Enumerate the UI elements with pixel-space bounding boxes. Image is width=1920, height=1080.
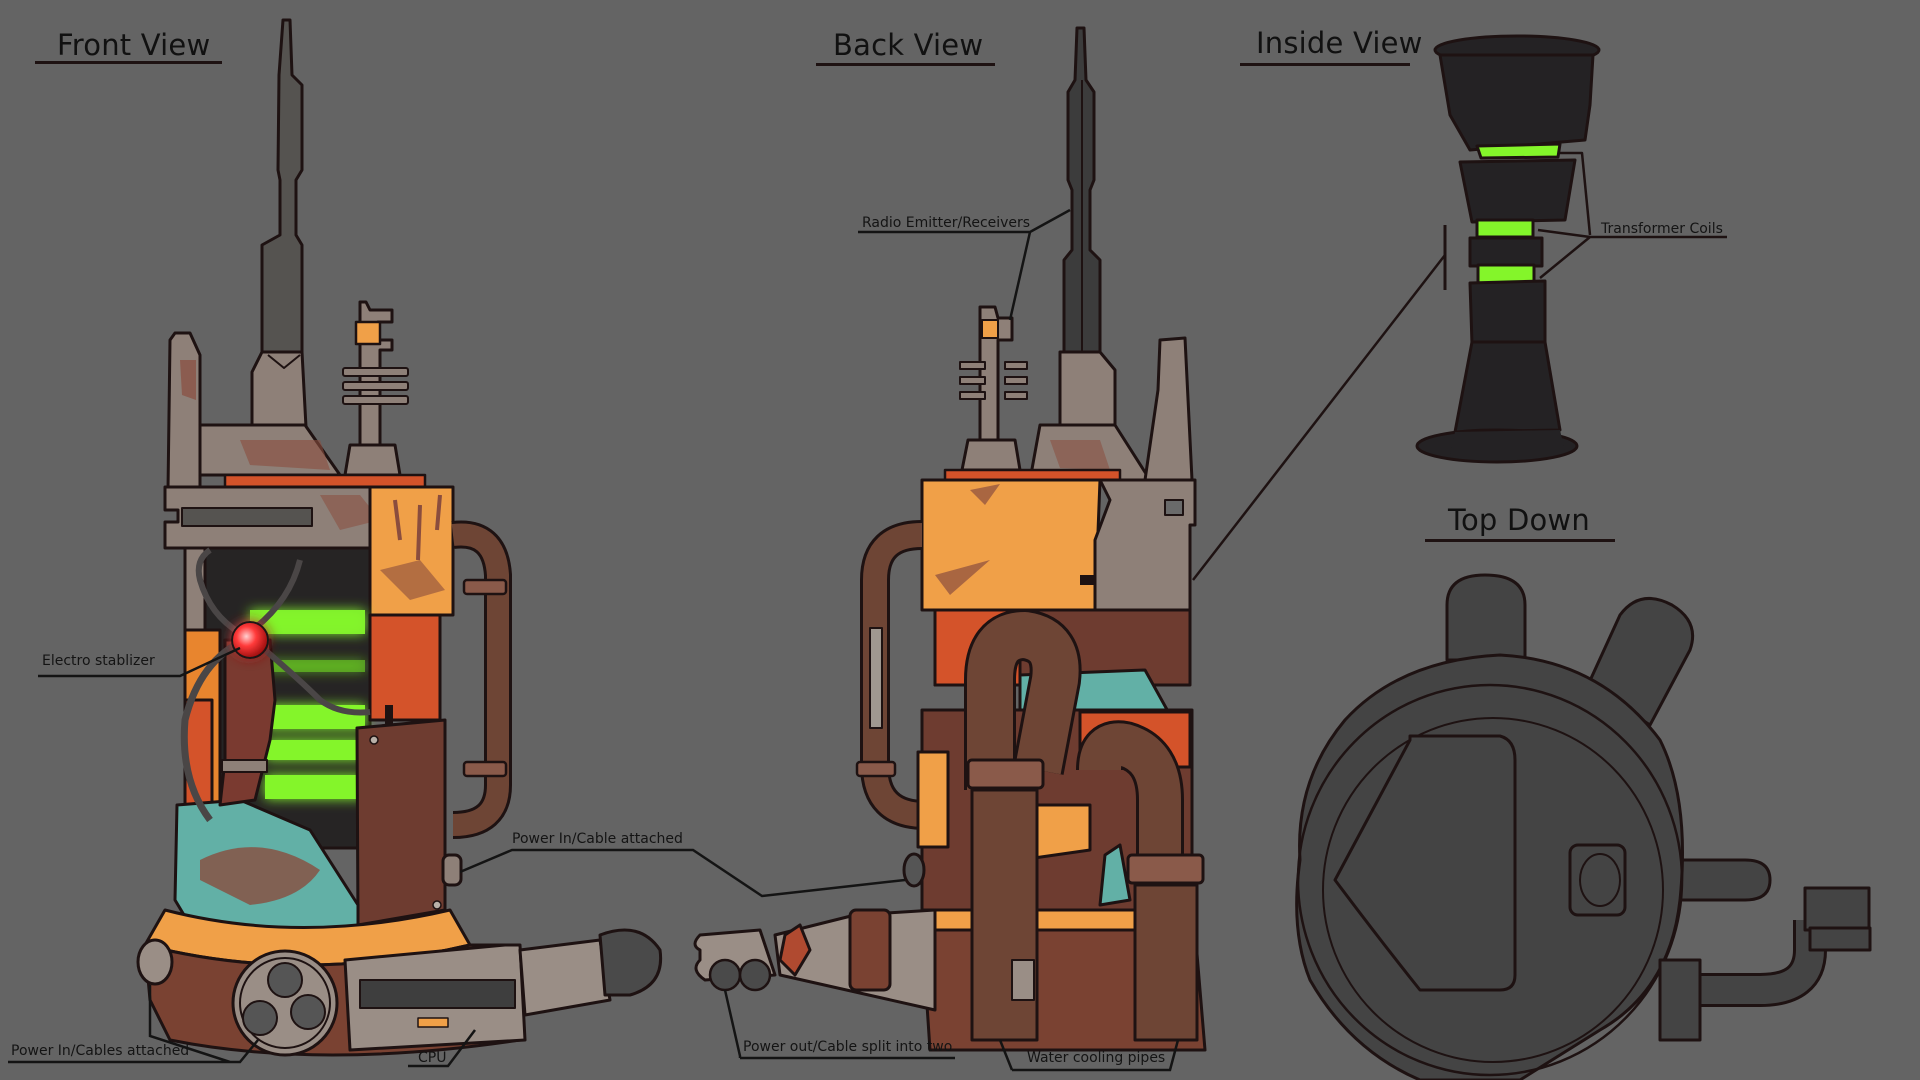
front-view-title: Front View <box>57 28 211 62</box>
callout-transformer-coils: Transformer Coils <box>1601 221 1723 237</box>
leader-electro-stabilizer <box>38 646 241 678</box>
top-down-illustration <box>1295 573 1872 1080</box>
callout-power-out: Power out/Cable split into two <box>743 1039 953 1055</box>
transformer-coil-2 <box>1475 218 1535 239</box>
leader-water-cooling <box>998 1039 1180 1072</box>
back-view-title-underline <box>816 63 995 66</box>
electro-stabilizer-core <box>231 621 269 659</box>
callout-radio-emitter: Radio Emitter/Receivers <box>862 215 1031 231</box>
back-view-title: Back View <box>833 28 984 62</box>
front-antenna <box>260 18 304 354</box>
callout-electro-stabilizer: Electro stablizer <box>42 653 155 669</box>
callout-water-cooling: Water cooling pipes <box>1027 1050 1166 1066</box>
inside-view-title: Inside View <box>1256 26 1423 60</box>
leader-cpu <box>408 1029 476 1068</box>
callout-leaders <box>8 208 1180 1072</box>
leader-power-in-cables <box>8 985 259 1064</box>
inside-view-title-underline <box>1240 63 1410 66</box>
transformer-coil-1 <box>1475 142 1562 160</box>
callout-power-in-cables: Power In/Cables attached <box>11 1043 190 1059</box>
top-down-title-underline <box>1425 539 1615 542</box>
top-down-title: Top Down <box>1448 503 1590 537</box>
leader-power-in-cable <box>459 848 906 898</box>
callout-cpu: CPU <box>418 1050 447 1066</box>
leader-radio <box>858 208 1071 321</box>
leader-power-out <box>723 989 955 1060</box>
back-view-illustration <box>693 26 1207 1052</box>
front-view-illustration <box>136 18 663 1057</box>
front-view-title-underline <box>35 61 222 64</box>
callout-power-in-cable: Power In/Cable attached <box>512 831 683 847</box>
inside-view-illustration <box>1192 34 1727 581</box>
